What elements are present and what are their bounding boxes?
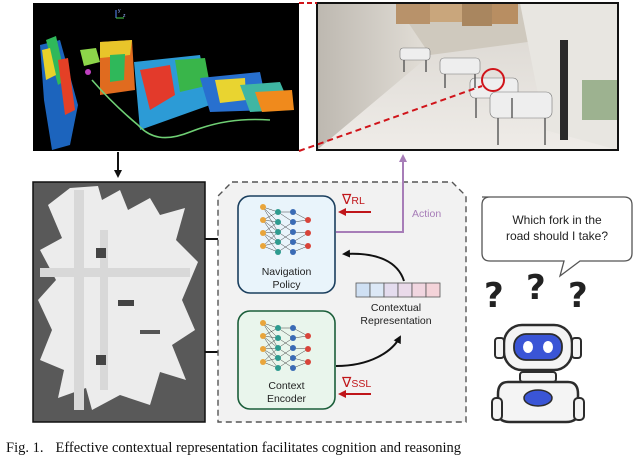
question-mark-middle: ? (526, 268, 546, 308)
question-mark-left: ? (484, 276, 504, 316)
grad-rl-label: ∇RL (342, 192, 365, 208)
grad-ssl-symbol: ∇ (342, 374, 352, 390)
pointcloud-panel: y z (33, 3, 299, 151)
action-label: Action (412, 208, 442, 220)
axis-z-label: z (123, 13, 126, 19)
arrow-encoder-to-vector (335, 335, 401, 367)
grad-ssl-sub: SSL (351, 378, 372, 390)
caption-text: Effective contextual representation faci… (55, 440, 462, 456)
neural-network-icon (260, 204, 311, 255)
robot-icon (491, 323, 585, 424)
arrow-vector-to-policy (342, 249, 405, 282)
contextual-representation-label: Contextual Representation (360, 302, 432, 327)
occupancy-map-panel (32, 181, 206, 423)
grad-ssl-label: ∇SSL (342, 375, 371, 391)
speech-bubble-text: Which fork in the road should I take? (505, 213, 609, 243)
figure-caption: Fig. 1. Effective contextual representati… (0, 440, 640, 457)
question-mark-right: ? (568, 276, 588, 316)
caption-prefix: Fig. 1. (6, 440, 44, 456)
navigation-policy-label: Navigation Policy (261, 266, 312, 291)
context-encoder-label: Context Encoder (266, 380, 307, 405)
grad-rl-sub: RL (351, 195, 365, 207)
action-arrow (336, 154, 407, 233)
grad-rl-symbol: ∇ (342, 191, 352, 207)
speech-bubble (481, 196, 633, 278)
contextual-vector (355, 282, 441, 298)
projection-line-bottom (298, 85, 483, 152)
axis-y-label: y (118, 8, 121, 14)
photo-panel (316, 2, 619, 151)
